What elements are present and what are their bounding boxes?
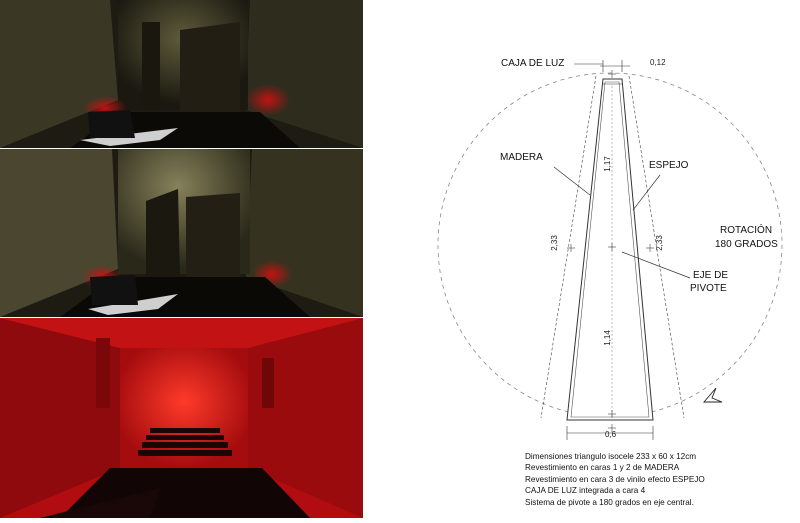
label-eje-de: EJE DE xyxy=(693,270,729,281)
dimension-base-width: 0,6 xyxy=(605,430,617,439)
note-line: Dimensiones triangulo isocele 233 x 60 x… xyxy=(525,452,697,461)
label-madera: MADERA xyxy=(500,152,543,163)
label-pivote: PIVOTE xyxy=(690,283,727,294)
drawing-lines xyxy=(437,60,783,440)
render-auditorium-red xyxy=(0,318,363,518)
note-line: Sistema de pivote a 180 grados en eje ce… xyxy=(525,497,694,507)
render-panel xyxy=(0,0,363,518)
dimension-upper-segment: 1,17 xyxy=(602,156,612,172)
specification-notes: Dimensiones triangulo isocele 233 x 60 x… xyxy=(525,451,705,508)
dimension-top-width: 0,12 xyxy=(650,58,666,67)
label-rotacion-degrees: 180 GRADOS xyxy=(715,239,778,250)
render-corridor-lit xyxy=(0,149,363,317)
dimension-left-height: 2,33 xyxy=(549,235,559,251)
note-line: Revestimiento en caras 1 y 2 de MADERA xyxy=(525,463,680,473)
label-caja-de-luz: CAJA DE LUZ xyxy=(501,58,565,69)
dimension-right-height: 2,33 xyxy=(654,235,664,251)
technical-drawing: CAJA DE LUZ 0,12 MADERA ESPEJO ROTACIÓN … xyxy=(363,0,800,518)
render-corridor-dark xyxy=(0,0,363,148)
label-espejo: ESPEJO xyxy=(649,160,689,171)
label-rotacion: ROTACIÓN xyxy=(720,225,773,236)
dimension-lower-segment: 1,14 xyxy=(602,330,612,346)
note-line: CAJA DE LUZ integrada a cara 4 xyxy=(525,486,646,496)
note-line: Revestimiento en cara 3 de vinilo efecto… xyxy=(525,474,705,484)
